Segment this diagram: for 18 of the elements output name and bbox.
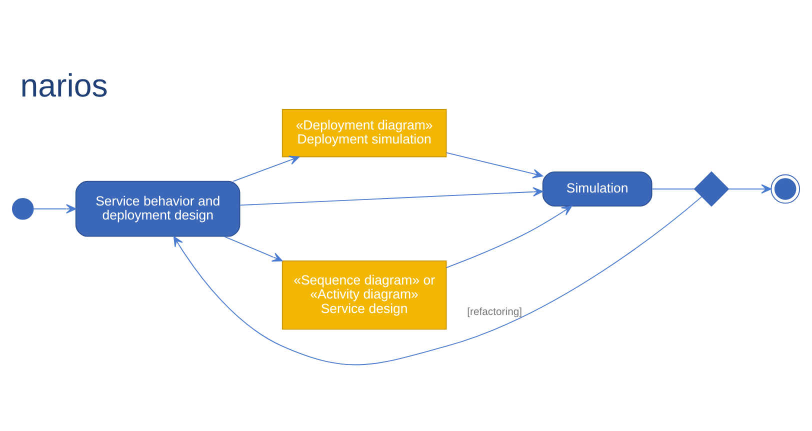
arrow — [224, 235, 283, 262]
node-box: Simulation — [542, 170, 652, 206]
arrow — [32, 204, 76, 214]
connector — [652, 188, 695, 189]
node-box: Service behavior and deployment design — [75, 180, 240, 236]
node-circle — [770, 174, 800, 204]
node-box: «Sequence diagram» or «Activity diagram» Service design — [282, 260, 447, 330]
diagram-title: narios — [20, 66, 108, 103]
node-diamond — [694, 170, 730, 206]
node-box: «Deployment diagram» Deployment simulation — [282, 108, 447, 157]
arrow — [232, 155, 300, 182]
arrow — [239, 186, 544, 206]
edge-label: [refactoring] — [467, 306, 522, 318]
arrow — [446, 152, 544, 178]
arrow — [728, 184, 772, 194]
arrow — [173, 196, 702, 365]
arrow — [446, 205, 572, 268]
node-circle — [12, 197, 34, 220]
